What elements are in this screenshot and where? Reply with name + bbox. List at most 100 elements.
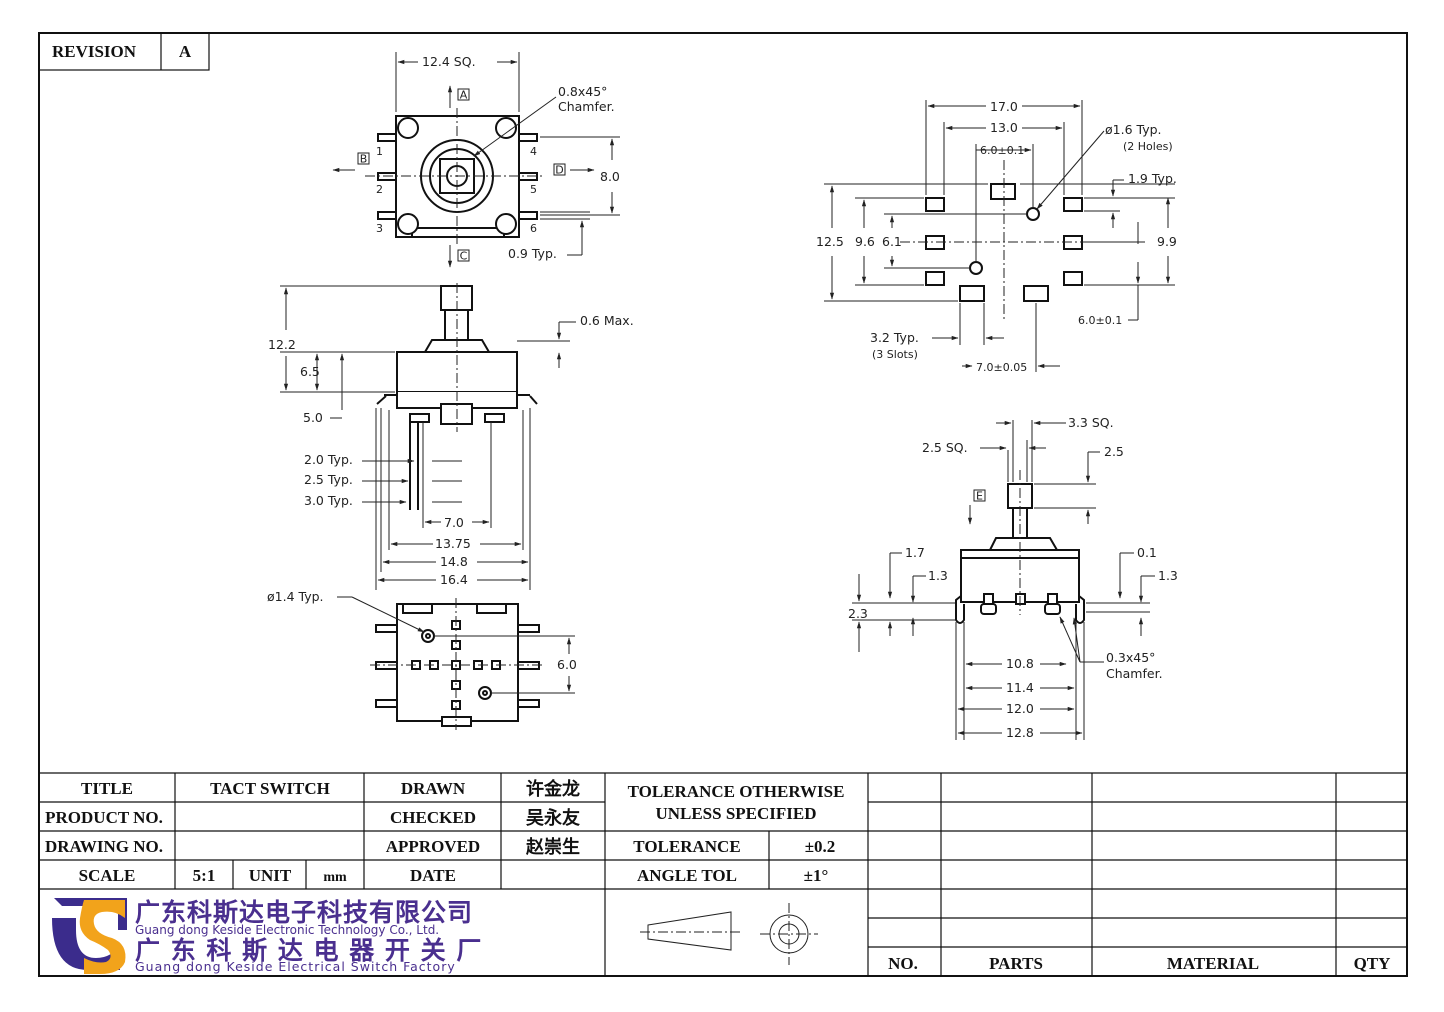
angle-tol-value: ±1° bbox=[804, 866, 829, 885]
parts-col-no: NO. bbox=[888, 954, 918, 973]
checked-label: CHECKED bbox=[390, 808, 476, 827]
datum-e: E bbox=[976, 490, 983, 503]
dim-pcb-h-2: 9.6 bbox=[855, 234, 875, 249]
checked-value: 吴永友 bbox=[526, 807, 580, 829]
scale-label: SCALE bbox=[79, 866, 136, 885]
dim-side-w-1: 7.0 bbox=[444, 515, 464, 530]
datum-c: C bbox=[460, 250, 468, 263]
parts-col-parts: PARTS bbox=[989, 954, 1043, 973]
dim-front-w-4: 12.8 bbox=[1006, 725, 1034, 740]
tolerance-value: ±0.2 bbox=[805, 837, 836, 856]
dim-front-w-3: 12.0 bbox=[1006, 701, 1034, 716]
dim-side-body-height: 6.5 bbox=[300, 364, 320, 379]
drawn-value: 许金龙 bbox=[526, 778, 580, 800]
revision-value: A bbox=[179, 42, 192, 61]
dim-side-w-2: 13.75 bbox=[435, 536, 471, 551]
company-logo bbox=[52, 898, 127, 974]
dim-pcb-slot-spacing: 7.0±0.05 bbox=[976, 361, 1027, 374]
drawing-no-label: DRAWING NO. bbox=[45, 837, 163, 856]
parts-col-qty: QTY bbox=[1354, 954, 1391, 973]
pin-6: 6 bbox=[530, 222, 537, 235]
dim-front-d-1: 1.7 bbox=[905, 545, 925, 560]
dim-pcb-hole: ø1.6 Typ. bbox=[1105, 122, 1162, 137]
title-label: TITLE bbox=[81, 779, 133, 798]
pin-2: 2 bbox=[376, 183, 383, 196]
datum-d: D bbox=[555, 164, 563, 177]
dim-top-width: 12.4 SQ. bbox=[422, 54, 476, 69]
unit-label: UNIT bbox=[249, 866, 292, 885]
tolerance-heading-1: TOLERANCE OTHERWISE bbox=[628, 782, 845, 801]
pin-1: 1 bbox=[376, 145, 383, 158]
company-name-en-2: Guang dong Keside Electrical Switch Fact… bbox=[135, 959, 456, 974]
dim-top-pitch: 0.9 Typ. bbox=[508, 246, 557, 261]
front-view: 3.3 SQ. 2.5 SQ. 2.5 E 1.7 1.3 2.3 0.1 bbox=[848, 415, 1178, 740]
company-name-cn-1: 广东科斯达电子科技有限公司 bbox=[135, 898, 473, 927]
projection-symbol bbox=[640, 903, 818, 965]
dim-front-w-1: 10.8 bbox=[1006, 656, 1034, 671]
revision-label: REVISION bbox=[52, 42, 137, 61]
dim-pcb-slot: 3.2 Typ. bbox=[870, 330, 919, 345]
dim-top-chamfer-2: Chamfer. bbox=[558, 99, 615, 114]
title-value: TACT SWITCH bbox=[210, 779, 330, 798]
dim-pcb-pad: 1.9 Typ. bbox=[1128, 171, 1177, 186]
company-name-en-1: Guang dong Keside Electronic Technology … bbox=[135, 923, 439, 937]
side-view: 12.2 6.5 5.0 0.6 Max. 2.0 Typ. 2.5 Typ. … bbox=[268, 283, 634, 590]
dim-pcb-h-1: 12.5 bbox=[816, 234, 844, 249]
dim-bottom-spacing: 6.0 bbox=[557, 657, 577, 672]
product-no-label: PRODUCT NO. bbox=[45, 808, 163, 827]
dim-pcb-w-1: 17.0 bbox=[990, 99, 1018, 114]
approved-label: APPROVED bbox=[386, 837, 480, 856]
pin-3: 3 bbox=[376, 222, 383, 235]
dim-bottom-hole: ø1.4 Typ. bbox=[267, 589, 324, 604]
dim-top-chamfer-1: 0.8x45° bbox=[558, 84, 607, 99]
dim-front-d-3: 0.1 bbox=[1137, 545, 1157, 560]
dim-pcb-slots: (3 Slots) bbox=[872, 348, 918, 361]
pin-4: 4 bbox=[530, 145, 537, 158]
parts-col-material: MATERIAL bbox=[1167, 954, 1259, 973]
tolerance-label: TOLERANCE bbox=[633, 837, 740, 856]
drawn-label: DRAWN bbox=[401, 779, 466, 798]
top-view: 12.4 SQ. 0.8x45° Chamfer. A B C D 1 2 3 … bbox=[332, 52, 620, 268]
approved-value: 赵崇生 bbox=[525, 836, 580, 858]
revision-box: REVISION A bbox=[38, 32, 210, 71]
dim-front-chamfer-1: 0.3x45° bbox=[1106, 650, 1155, 665]
dim-pcb-w-2: 13.0 bbox=[990, 120, 1018, 135]
dim-pcb-h-5: 6.0±0.1 bbox=[1078, 314, 1122, 327]
angle-tol-label: ANGLE TOL bbox=[637, 866, 737, 885]
dim-side-overhang: 0.6 Max. bbox=[580, 313, 634, 328]
dim-front-w-2: 11.4 bbox=[1006, 680, 1034, 695]
title-block: TITLE TACT SWITCH PRODUCT NO. DRAWING NO… bbox=[39, 772, 1408, 977]
dim-pcb-h-4: 9.9 bbox=[1157, 234, 1177, 249]
datum-b: B bbox=[360, 153, 368, 166]
pcb-layout: 17.0 13.0 6.0±0.1 ø1.6 Typ. (2 Holes) 1.… bbox=[816, 99, 1177, 374]
dim-side-typ-3: 3.0 Typ. bbox=[304, 493, 353, 508]
dim-front-d-4: 1.3 bbox=[1158, 568, 1178, 583]
tolerance-heading-2: UNLESS SPECIFIED bbox=[655, 804, 816, 823]
dim-side-typ-2: 2.5 Typ. bbox=[304, 472, 353, 487]
dim-side-w-3: 14.8 bbox=[440, 554, 468, 569]
unit-value: mm bbox=[323, 870, 347, 885]
dim-pcb-w-3: 6.0±0.1 bbox=[980, 144, 1024, 157]
company-name-cn-2: 广 东 科 斯 达 电 器 开 关 厂 bbox=[135, 936, 482, 965]
dim-front-d-2: 1.3 bbox=[928, 568, 948, 583]
dim-side-w-4: 16.4 bbox=[440, 572, 468, 587]
dim-pcb-h-3: 6.1 bbox=[882, 234, 902, 249]
date-label: DATE bbox=[410, 866, 456, 885]
dim-front-knob-h: 2.5 bbox=[1104, 444, 1124, 459]
dim-front-knob-2: 2.5 SQ. bbox=[922, 440, 968, 455]
dim-front-knob-1: 3.3 SQ. bbox=[1068, 415, 1114, 430]
scale-value: 5:1 bbox=[193, 866, 216, 885]
dim-side-total-height: 12.2 bbox=[268, 337, 296, 352]
dim-top-height: 8.0 bbox=[600, 169, 620, 184]
datum-a: A bbox=[460, 89, 468, 102]
dim-side-base-height: 5.0 bbox=[303, 410, 323, 425]
dim-front-chamfer-2: Chamfer. bbox=[1106, 666, 1163, 681]
bottom-view: ø1.4 Typ. 6.0 bbox=[267, 589, 577, 730]
pin-5: 5 bbox=[530, 183, 537, 196]
sheet-border bbox=[38, 32, 1408, 977]
dim-pcb-holes: (2 Holes) bbox=[1123, 140, 1173, 153]
dim-side-typ-1: 2.0 Typ. bbox=[304, 452, 353, 467]
dim-front-d-5: 2.3 bbox=[848, 606, 868, 621]
